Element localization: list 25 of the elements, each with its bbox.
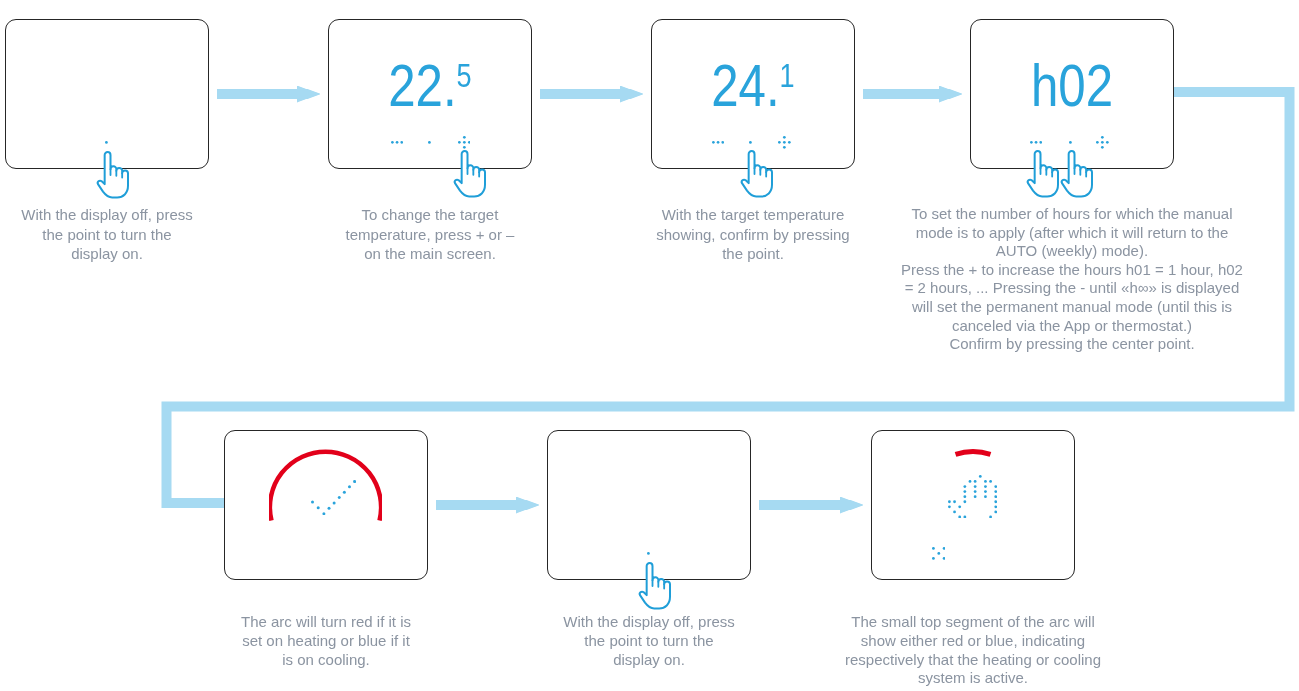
display-reading: h02	[1030, 55, 1114, 116]
display-screen	[5, 19, 209, 169]
step-description: To change the target temperature, press + or – on the main screen.	[344, 205, 516, 264]
step-description: Press the + to increase the hours h01 = 1 hour, h02 = 2 hours, ... Pressing the - until «h∞» is displayed will set the permanent manual mode (until this is canceled via the App or thermostat.)	[900, 260, 1244, 336]
arrow	[540, 85, 643, 103]
step-description: With the display off, press the point to turn the display on.	[562, 613, 736, 670]
step-description: To set the number of hours for which the manual mode is to apply (after which it will return to the AUTO (weekly) mode).	[910, 205, 1234, 261]
step-description: With the target temperature showing, confirm by pressing the point.	[655, 205, 851, 264]
display-reading: 24.$^{1}$	[711, 55, 795, 116]
arrow	[217, 85, 320, 103]
display-screen	[224, 430, 428, 580]
step-description: With the display off, press the point to turn the display on.	[20, 205, 194, 264]
display-screen	[871, 430, 1075, 580]
connector-line	[161, 87, 1295, 508]
step-description: The small top segment of the arc will show either red or blue, indicating respectively that the heating or cooling system is active.	[844, 613, 1102, 689]
arrow	[759, 496, 863, 514]
display-screen	[328, 19, 532, 169]
step-description: The arc will turn red if it is set on heating or blue if it is on cooling.	[239, 613, 412, 670]
arrow	[436, 496, 539, 514]
display-screen	[547, 430, 751, 580]
display-reading: 22.$^{5}$	[388, 55, 472, 116]
display-screen	[651, 19, 855, 169]
display-screen	[970, 19, 1174, 169]
arrow	[863, 85, 962, 103]
step-description: Confirm by pressing the center point.	[948, 335, 1196, 354]
